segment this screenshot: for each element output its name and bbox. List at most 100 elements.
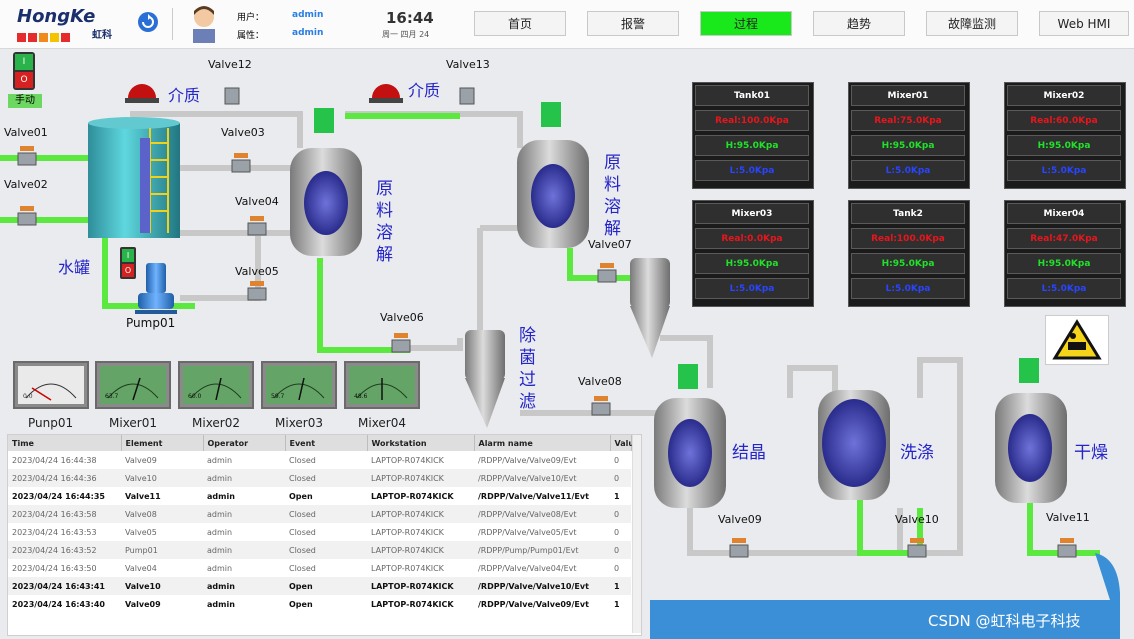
nav-home[interactable]: 首页	[474, 11, 566, 36]
switch-on[interactable]: I	[15, 54, 33, 70]
cell-event: Closed	[289, 527, 316, 537]
cell-ws: LAPTOP-R074KICK	[367, 469, 474, 487]
dry-label: 干燥	[1074, 443, 1108, 463]
mode-switch[interactable]: I O	[13, 52, 35, 90]
event-table[interactable]: Time Element Operator Event Workstation …	[7, 434, 642, 636]
valve07-label[interactable]: Valve07	[588, 238, 632, 251]
nav-trend[interactable]: 趋势	[813, 11, 905, 36]
valve13-label[interactable]: Valve13	[446, 58, 490, 71]
panel-low: L:5.0Kpa	[851, 160, 965, 181]
pump-label: Pump01	[126, 316, 176, 330]
valve01-label[interactable]: Valve01	[4, 126, 48, 139]
nav-alarm[interactable]: 报警	[587, 11, 679, 36]
gauge-mixer02: 60.0	[178, 361, 254, 409]
dry-vessel	[995, 358, 1067, 503]
valve03-label[interactable]: Valve03	[221, 126, 265, 139]
cell-value: 1	[614, 491, 620, 501]
panel-tank2: Tank2 Real:100.0Kpa H:95.0Kpa L:5.0Kpa	[848, 200, 970, 307]
panel-real: Real:100.0Kpa	[851, 228, 965, 249]
cell-element: Valve10	[121, 469, 203, 487]
mixer1-label: 原料溶解	[376, 179, 393, 265]
gauge-mixer01: 63.7	[95, 361, 171, 409]
valve12-label[interactable]: Valve12	[208, 58, 252, 71]
valve09-label[interactable]: Valve09	[718, 513, 762, 526]
col-event[interactable]: Event	[285, 435, 368, 451]
pump-switch-on[interactable]: I	[122, 249, 134, 262]
filter-label: 除菌过滤	[519, 326, 536, 412]
pump-switch-off[interactable]: O	[122, 264, 134, 277]
table-scrollbar[interactable]	[632, 435, 641, 633]
cell-element: Pump01	[121, 541, 203, 559]
cell-ws: LAPTOP-R074KICK	[371, 599, 454, 609]
col-element[interactable]: Element	[121, 435, 204, 451]
col-workstation[interactable]: Workstation	[367, 435, 475, 451]
cell-time: 2023/04/24 16:44:38	[12, 455, 97, 465]
warning-box[interactable]	[1045, 315, 1109, 365]
cell-ws: LAPTOP-R074KICK	[371, 455, 444, 465]
cell-alarm: /RDPP/Valve/Valve10/Evt	[474, 469, 610, 487]
gauge-value: 0.0	[23, 393, 33, 400]
cell-time: 2023/04/24 16:43:50	[12, 563, 97, 573]
gauge-label: Mixer03	[275, 416, 324, 430]
cell-event: Open	[289, 491, 313, 501]
tank-label: 水罐	[58, 258, 91, 277]
valve05-label[interactable]: Valve05	[235, 265, 279, 278]
cell-operator: admin	[207, 527, 233, 537]
alarm-light-icon	[369, 84, 403, 103]
valve11-label[interactable]: Valve11	[1046, 511, 1090, 524]
nav-process[interactable]: 过程	[700, 11, 792, 36]
valve04-label[interactable]: Valve04	[235, 195, 279, 208]
panel-high: H:95.0Kpa	[695, 135, 809, 156]
gauge-value: 60.0	[188, 393, 202, 400]
valve10-label[interactable]: Valve10	[895, 513, 939, 526]
panel-low: L:5.0Kpa	[851, 278, 965, 299]
gauge-mixer04: 48.6	[344, 361, 420, 409]
col-time[interactable]: Time	[8, 435, 122, 451]
switch-off[interactable]: O	[15, 72, 33, 88]
cell-operator: admin	[203, 577, 285, 595]
alarm-light-icon	[125, 84, 159, 103]
col-value[interactable]: Valu	[610, 435, 634, 451]
cell-value: 0	[610, 541, 631, 559]
cell-alarm: /RDPP/Valve/Valve08/Evt	[474, 505, 610, 523]
panel-real: Real:60.0Kpa	[1007, 110, 1121, 131]
cell-ws: LAPTOP-R074KICK	[371, 527, 444, 537]
valve02-label[interactable]: Valve02	[4, 178, 48, 191]
panel-title: Mixer04	[1007, 203, 1121, 224]
logo-text: HongKe	[17, 6, 96, 27]
cell-alarm: /RDPP/Pump/Pump01/Evt	[474, 541, 610, 559]
panel-title: Mixer01	[851, 85, 965, 106]
panel-high: H:95.0Kpa	[1007, 135, 1121, 156]
col-alarm-name[interactable]: Alarm name	[474, 435, 611, 451]
nav-web-hmi[interactable]: Web HMI	[1039, 11, 1129, 36]
panel-mixer01: Mixer01 Real:75.0Kpa H:95.0Kpa L:5.0Kpa	[848, 82, 970, 189]
pump-icon	[135, 263, 177, 314]
panel-low: L:5.0Kpa	[695, 278, 809, 299]
refresh-icon[interactable]	[137, 11, 159, 33]
cell-event: Closed	[285, 541, 367, 559]
valve08-label[interactable]: Valve08	[578, 375, 622, 388]
medium-label-1: 介质	[168, 86, 201, 105]
crystal-vessel	[654, 364, 726, 508]
watermark: CSDN @虹科电子科技	[928, 612, 1081, 630]
medium-label-2: 介质	[408, 81, 441, 100]
cell-alarm: /RDPP/Valve/Valve09/Evt	[478, 455, 577, 465]
cell-time: 2023/04/24 16:43:41	[8, 577, 121, 595]
valve06-label[interactable]: Valve06	[380, 311, 424, 324]
panel-low: L:5.0Kpa	[1007, 160, 1121, 181]
cell-event: Closed	[289, 563, 316, 573]
gauge-label: Mixer04	[358, 416, 407, 430]
col-operator[interactable]: Operator	[203, 435, 286, 451]
nav-fault-monitor[interactable]: 故障监测	[926, 11, 1018, 36]
pump-switch[interactable]: I O	[120, 247, 136, 279]
mixer-vessel-2	[517, 102, 589, 248]
